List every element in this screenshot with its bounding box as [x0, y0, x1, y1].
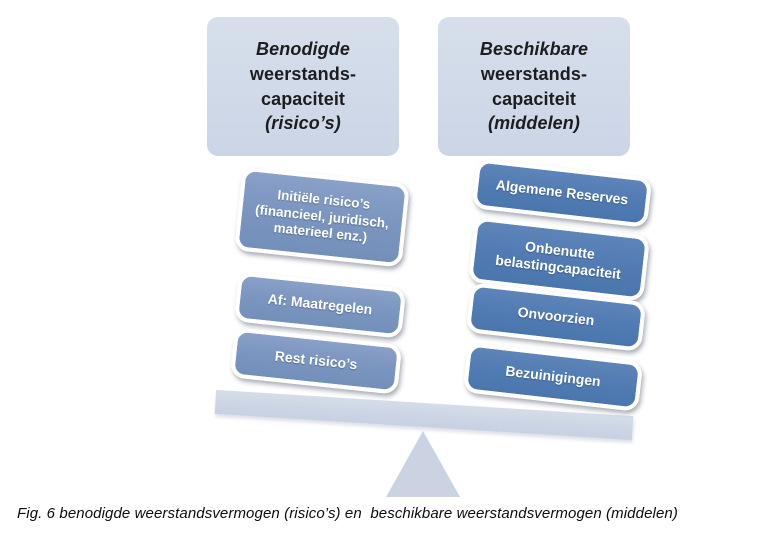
right-header-line4: (middelen) — [487, 113, 580, 134]
left-header-box: Benodigde weerstands- capaciteit (risico… — [207, 17, 399, 156]
card-onbenutte-label: Onbenutte belastingcapaciteit — [494, 238, 622, 283]
left-header-line3: capaciteit — [260, 88, 346, 109]
card-rest-risicos: Rest risico’s — [229, 327, 403, 395]
right-header-line1: Beschikbare — [479, 38, 589, 59]
card-initiele-risicos: Initiële risico’s (financieel, juridisch… — [234, 166, 410, 268]
right-header-line2: weerstands- — [480, 63, 588, 84]
figure-caption: Fig. 6 benodigde weerstandsvermogen (ris… — [17, 505, 678, 522]
left-header-line2: weerstands- — [249, 63, 357, 84]
seesaw-fulcrum-triangle — [386, 431, 460, 497]
right-header-box: Beschikbare weerstands- capaciteit (midd… — [438, 17, 630, 156]
card-bezuinigingen: Bezuinigingen — [462, 342, 644, 412]
card-onvoorzien-label: Onvoorzien — [516, 304, 596, 329]
card-af-maatregelen-label: Af: Maatregelen — [266, 291, 374, 318]
left-header-line4: (risico’s) — [265, 113, 341, 134]
card-algemene-reserves-label: Algemene Reserves — [495, 176, 630, 208]
right-header-line3: capaciteit — [491, 88, 577, 109]
card-algemene-reserves: Algemene Reserves — [471, 158, 653, 228]
card-af-maatregelen: Af: Maatregelen — [233, 271, 407, 339]
left-header-line1: Benodigde — [256, 38, 350, 59]
card-rest-risicos-label: Rest risico’s — [274, 348, 359, 373]
card-initiele-label: Initiële risico’s (financieel, juridisch… — [254, 187, 390, 246]
card-bezuinigingen-label: Bezuinigingen — [504, 363, 602, 390]
